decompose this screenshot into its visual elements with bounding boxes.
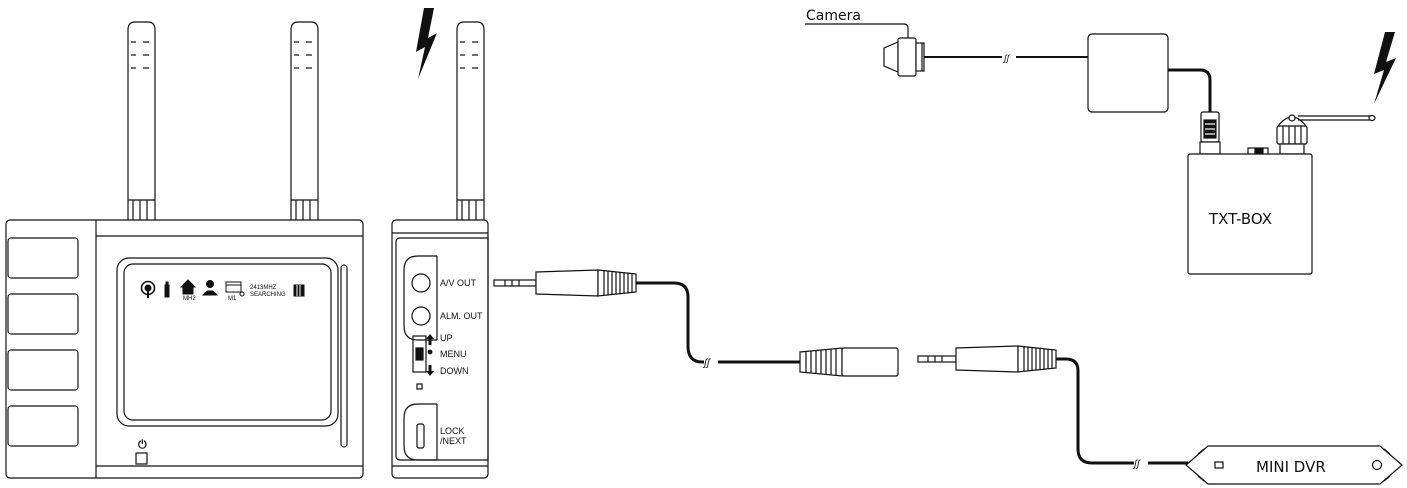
menu-label: MENU	[440, 349, 467, 359]
camera	[805, 23, 1090, 77]
svg-text:ʃʃ: ʃʃ	[1002, 53, 1011, 63]
up-arrow-icon	[426, 334, 434, 345]
monitor-icon	[225, 281, 245, 297]
alm-out-label: ALM. OUT	[440, 311, 483, 321]
menu-arrows	[426, 334, 434, 376]
down-label: DOWN	[440, 366, 469, 376]
screen-status-icons	[140, 279, 305, 298]
mini-dvr	[1185, 445, 1403, 485]
av-out-jack[interactable]	[411, 273, 431, 293]
home-icon	[179, 279, 197, 295]
wireless-bolt-icon	[416, 8, 437, 79]
av-out-label: A/V OUT	[440, 278, 477, 288]
frequency-readout: 2413MHZ	[250, 285, 277, 291]
monitor-side	[391, 21, 489, 479]
txt-box	[1187, 111, 1376, 275]
down-arrow-icon	[426, 365, 434, 376]
adapter-box	[1087, 33, 1212, 113]
signal-icon	[140, 280, 156, 298]
alm-out-jack[interactable]	[411, 306, 431, 326]
up-label: UP	[440, 333, 453, 343]
txt-box-label: TXT-BOX	[1208, 210, 1272, 228]
txt-box-bolt-icon	[1374, 32, 1396, 104]
home-code: MH2	[183, 296, 196, 302]
battery-level-icon	[293, 284, 305, 297]
av-cable-1: ʃʃ	[493, 269, 899, 377]
dvr-led-icon	[1214, 461, 1224, 469]
power-icon: ⏻	[138, 438, 147, 451]
lock-label: LOCK	[440, 426, 465, 436]
antenna-side	[456, 21, 485, 222]
alarm-person-icon	[201, 280, 219, 296]
antenna-left	[127, 21, 156, 236]
dvr-port-icon	[1371, 459, 1383, 471]
next-label: /NEXT	[440, 436, 467, 446]
mini-dvr-label: MINI DVR	[1256, 458, 1326, 476]
antenna-right	[290, 21, 319, 236]
svg-text:ʃʃ: ʃʃ	[1132, 459, 1141, 470]
svg-text:ʃʃ: ʃʃ	[702, 358, 711, 369]
lock-next-switch[interactable]	[416, 423, 425, 449]
camera-label: Camera	[806, 8, 861, 24]
monitor-code: M1	[228, 296, 237, 302]
menu-slider[interactable]	[412, 335, 427, 373]
status-readout: SEARCHING	[250, 292, 286, 298]
battery-icon	[164, 281, 170, 298]
av-cable-2: ʃʃ	[917, 345, 1188, 470]
monitor-front: ⏻	[5, 21, 364, 479]
